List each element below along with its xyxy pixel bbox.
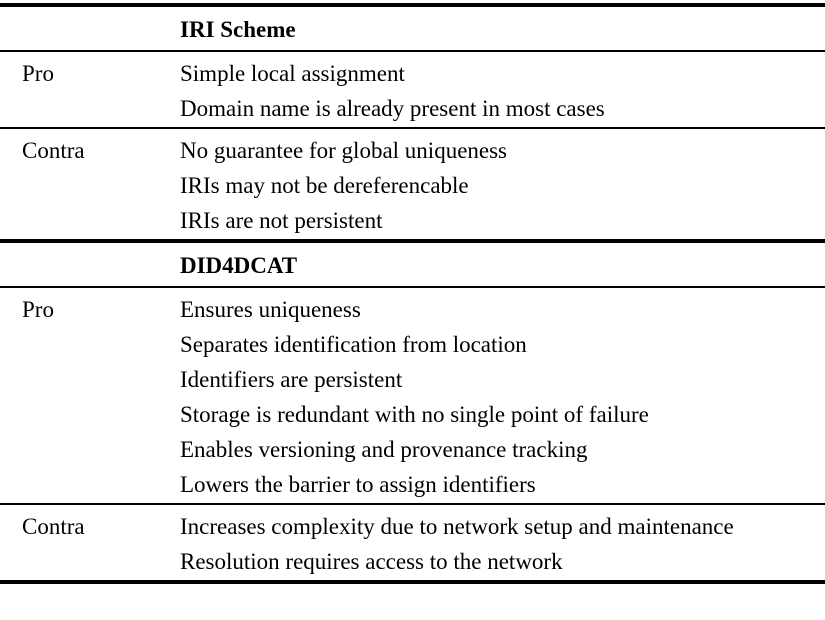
cell-line: Increases complexity due to network setu… <box>180 514 734 539</box>
cell-line: IRIs are not persistent <box>180 208 383 233</box>
section-header-did4dcat: DID4DCAT <box>0 243 825 286</box>
row-content: Increases complexity due to network setu… <box>180 509 810 579</box>
section-header-iri-scheme: IRI Scheme <box>0 7 825 50</box>
table-bottom-rule <box>0 580 825 584</box>
row-content: Simple local assignment Domain name is a… <box>180 56 810 126</box>
table-row-pro: Pro Simple local assignment Domain name … <box>0 52 825 127</box>
section-title: DID4DCAT <box>180 253 298 278</box>
cell-line: Identifiers are persistent <box>180 367 403 392</box>
table-rule <box>0 50 825 52</box>
row-content: No guarantee for global uniqueness IRIs … <box>180 133 810 238</box>
cell-line: Resolution requires access to the networ… <box>180 549 563 574</box>
cell-line: Ensures uniqueness <box>180 297 361 322</box>
cell-line: Lowers the barrier to assign identifiers <box>180 472 536 497</box>
cell-line: Enables versioning and provenance tracki… <box>180 437 588 462</box>
cell-line: Storage is redundant with no single poin… <box>180 402 649 427</box>
row-label: Contra <box>22 138 85 163</box>
row-label: Pro <box>22 61 54 86</box>
row-label: Contra <box>22 514 85 539</box>
cell-line: Simple local assignment <box>180 61 405 86</box>
row-label: Pro <box>22 297 54 322</box>
cell-line: Separates identification from location <box>180 332 527 357</box>
table-rule <box>0 503 825 505</box>
table-row-contra: Contra No guarantee for global uniquenes… <box>0 129 825 239</box>
section-title: IRI Scheme <box>180 17 296 42</box>
section-divider-rule <box>0 239 825 243</box>
table-top-rule <box>0 3 825 7</box>
row-content: Ensures uniqueness Separates identificat… <box>180 292 810 502</box>
table-rule <box>0 127 825 129</box>
comparison-table: IRI Scheme Pro Simple local assignment D… <box>0 3 825 584</box>
table-rule <box>0 286 825 288</box>
cell-line: No guarantee for global uniqueness <box>180 138 508 163</box>
table-row-contra: Contra Increases complexity due to netwo… <box>0 505 825 580</box>
cell-line: IRIs may not be dereferencable <box>180 173 469 198</box>
table-row-pro: Pro Ensures uniqueness Separates identif… <box>0 288 825 503</box>
cell-line: Domain name is already present in most c… <box>180 96 605 121</box>
